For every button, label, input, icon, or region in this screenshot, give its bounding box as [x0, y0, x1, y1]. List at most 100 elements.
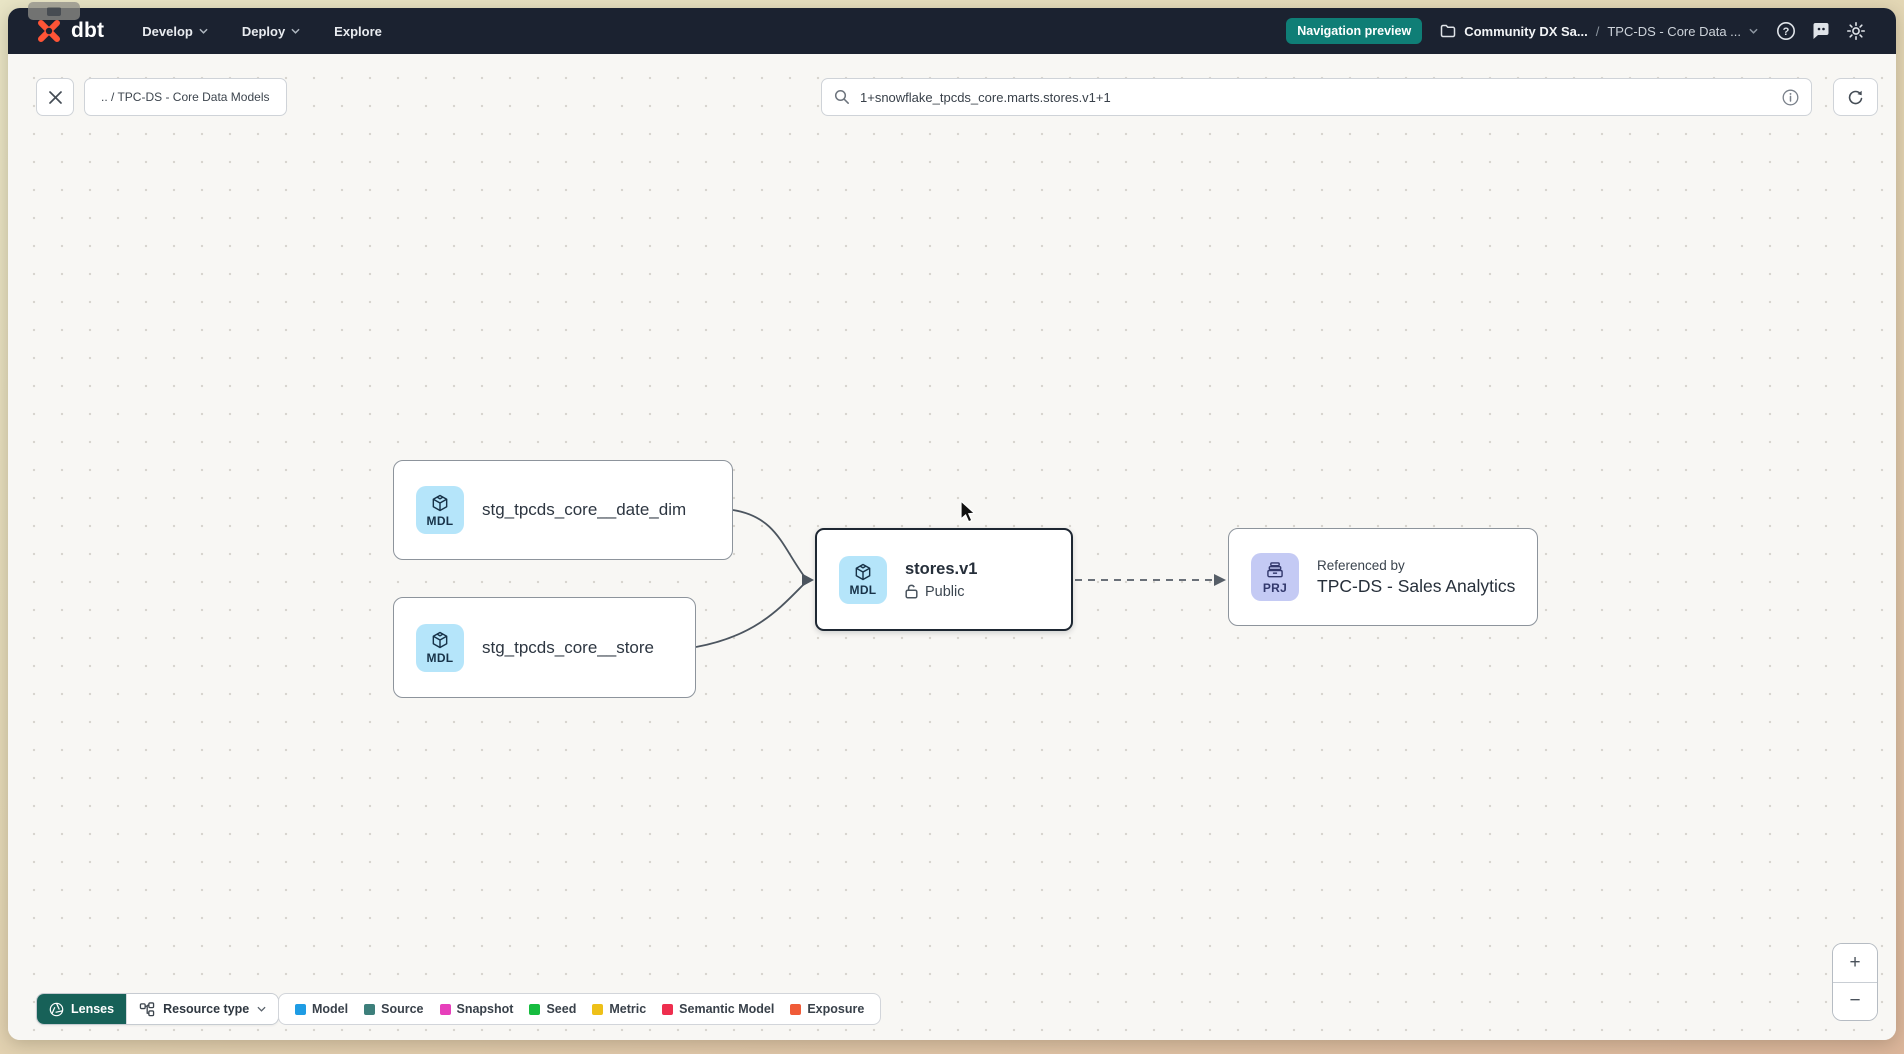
chevron-down-icon [291, 28, 300, 34]
info-icon[interactable] [1782, 89, 1799, 106]
legend-item: Metric [592, 1002, 646, 1016]
legend-label: Metric [609, 1002, 647, 1016]
project-breadcrumb[interactable]: Community DX Sa... / TPC-DS - Core Data … [1440, 24, 1758, 39]
legend-item: Snapshot [439, 1002, 514, 1016]
resource-type-dropdown[interactable]: Resource type [126, 994, 279, 1024]
resource-graph-icon [139, 1001, 155, 1016]
model-badge-label: MDL [849, 583, 877, 597]
model-cube-icon [432, 631, 448, 649]
node-title: TPC-DS - Sales Analytics [1317, 575, 1516, 596]
folder-icon [1440, 24, 1456, 38]
lineage-search-bar [821, 78, 1812, 116]
lenses-button[interactable]: Lenses [37, 994, 127, 1024]
mouse-cursor [960, 500, 976, 523]
top-navigation-bar: dbt Develop Deploy Explore Navigation pr… [8, 8, 1896, 54]
legend-item: Source [364, 1002, 424, 1016]
model-badge: MDL [839, 555, 887, 604]
legend-item: Semantic Model [662, 1002, 774, 1016]
legend-swatch [529, 1003, 541, 1015]
selector-search-input[interactable] [860, 89, 1772, 105]
legend-items: Model Source Snapshot Seed Metric Semantic Mo… [295, 1002, 864, 1016]
view-controls: Lenses Resource type [36, 993, 280, 1025]
model-cube-icon [855, 563, 871, 581]
lenses-label: Lenses [71, 1002, 115, 1016]
screen-recording-artifact [28, 2, 80, 20]
help-icon[interactable]: ? [1776, 21, 1796, 41]
dbt-logo[interactable]: dbt [36, 18, 104, 44]
legend-swatch [662, 1003, 674, 1015]
settings-gear-icon[interactable] [1846, 21, 1866, 41]
dbt-logo-text: dbt [71, 19, 105, 42]
menu-develop-label: Develop [142, 23, 193, 39]
node-title: stg_tpcds_core__store [482, 637, 654, 657]
lock-open-icon [905, 584, 918, 599]
legend-label: Semantic Model [679, 1002, 775, 1016]
refresh-icon [1848, 90, 1863, 104]
menu-explore[interactable]: Explore [334, 24, 382, 39]
menu-develop[interactable]: Develop [142, 24, 208, 39]
node-access-label: Public [925, 583, 965, 600]
model-badge: MDL [416, 486, 464, 534]
node-text-block: Referenced by TPC-DS - Sales Analytics [1317, 558, 1515, 597]
node-access-row: Public [905, 584, 977, 600]
lineage-breadcrumb-chip[interactable]: .. / TPC-DS - Core Data Models [84, 78, 287, 116]
node-title: stg_tpcds_core__date_dim [482, 500, 687, 519]
lineage-canvas[interactable]: .. / TPC-DS - Core Data Models [8, 54, 1896, 1040]
legend-item: Exposure [790, 1002, 864, 1016]
chevron-down-icon [199, 28, 208, 34]
breadcrumb-environment: TPC-DS - Core Data ... [1607, 23, 1741, 39]
svg-text:?: ? [1783, 26, 1790, 38]
refresh-lineage-button[interactable] [1833, 78, 1878, 116]
legend-label: Seed [546, 1002, 577, 1016]
feedback-chat-icon[interactable] [1811, 21, 1831, 41]
node-title: stores.v1 [905, 559, 978, 578]
resource-type-label: Resource type [163, 1002, 250, 1016]
legend-item: Model [295, 1002, 348, 1016]
legend-swatch [439, 1003, 451, 1015]
legend-label: Model [312, 1002, 349, 1016]
model-badge: MDL [416, 623, 464, 672]
menu-deploy[interactable]: Deploy [242, 24, 300, 39]
project-badge: PRJ [1251, 553, 1299, 601]
legend-swatch [592, 1003, 604, 1015]
node-stores-v1[interactable]: MDL stores.v1 Public [815, 528, 1073, 631]
node-kicker: Referenced by [1317, 557, 1405, 573]
node-stg-tpcds-core-date-dim[interactable]: MDL stg_tpcds_core__date_dim [393, 460, 733, 560]
main-menu: Develop Deploy Explore [142, 24, 382, 39]
legend-label: Exposure [807, 1002, 865, 1016]
lineage-breadcrumb-label: .. / TPC-DS - Core Data Models [101, 90, 270, 104]
legend-label: Source [381, 1002, 424, 1016]
chevron-down-icon [257, 1006, 266, 1012]
close-icon [48, 90, 62, 104]
menu-deploy-label: Deploy [241, 23, 286, 39]
search-icon [834, 89, 849, 104]
chevron-down-icon [1749, 28, 1758, 34]
model-badge-label: MDL [426, 513, 454, 528]
breadcrumb-separator: / [1595, 23, 1600, 39]
dbt-logo-icon [38, 20, 60, 42]
menu-explore-label: Explore [334, 23, 382, 39]
legend-swatch [295, 1003, 306, 1015]
legend-label: Snapshot [456, 1002, 514, 1016]
project-archive-icon [1267, 561, 1283, 577]
node-referenced-by-project[interactable]: PRJ Referenced by TPC-DS - Sales Analyti… [1228, 528, 1538, 626]
breadcrumb-project: Community DX Sa... [1464, 23, 1588, 39]
close-button[interactable] [36, 78, 74, 116]
lens-aperture-icon [49, 1002, 64, 1016]
zoom-out-button[interactable]: − [1833, 982, 1877, 1020]
nav-icon-group: ? [1776, 21, 1866, 41]
legend-item: Seed [529, 1002, 576, 1016]
app-window: dbt Develop Deploy Explore Navigation pr… [8, 8, 1896, 1040]
zoom-in-button[interactable]: + [1833, 944, 1877, 982]
nav-right-cluster: Navigation preview Community DX Sa... / … [1286, 18, 1866, 44]
legend-swatch [790, 1003, 802, 1015]
zoom-controls: + − [1832, 943, 1878, 1021]
model-cube-icon [432, 494, 448, 511]
resource-type-legend: Model Source Snapshot Seed Metric Semantic Mo… [278, 993, 882, 1025]
navigation-preview-badge[interactable]: Navigation preview [1286, 18, 1423, 44]
node-stg-tpcds-core-store[interactable]: MDL stg_tpcds_core__store [393, 597, 696, 698]
model-badge-label: MDL [426, 651, 454, 665]
legend-swatch [364, 1003, 376, 1015]
node-text-block: stores.v1 Public [905, 560, 977, 600]
zoom-divider [1833, 981, 1877, 983]
